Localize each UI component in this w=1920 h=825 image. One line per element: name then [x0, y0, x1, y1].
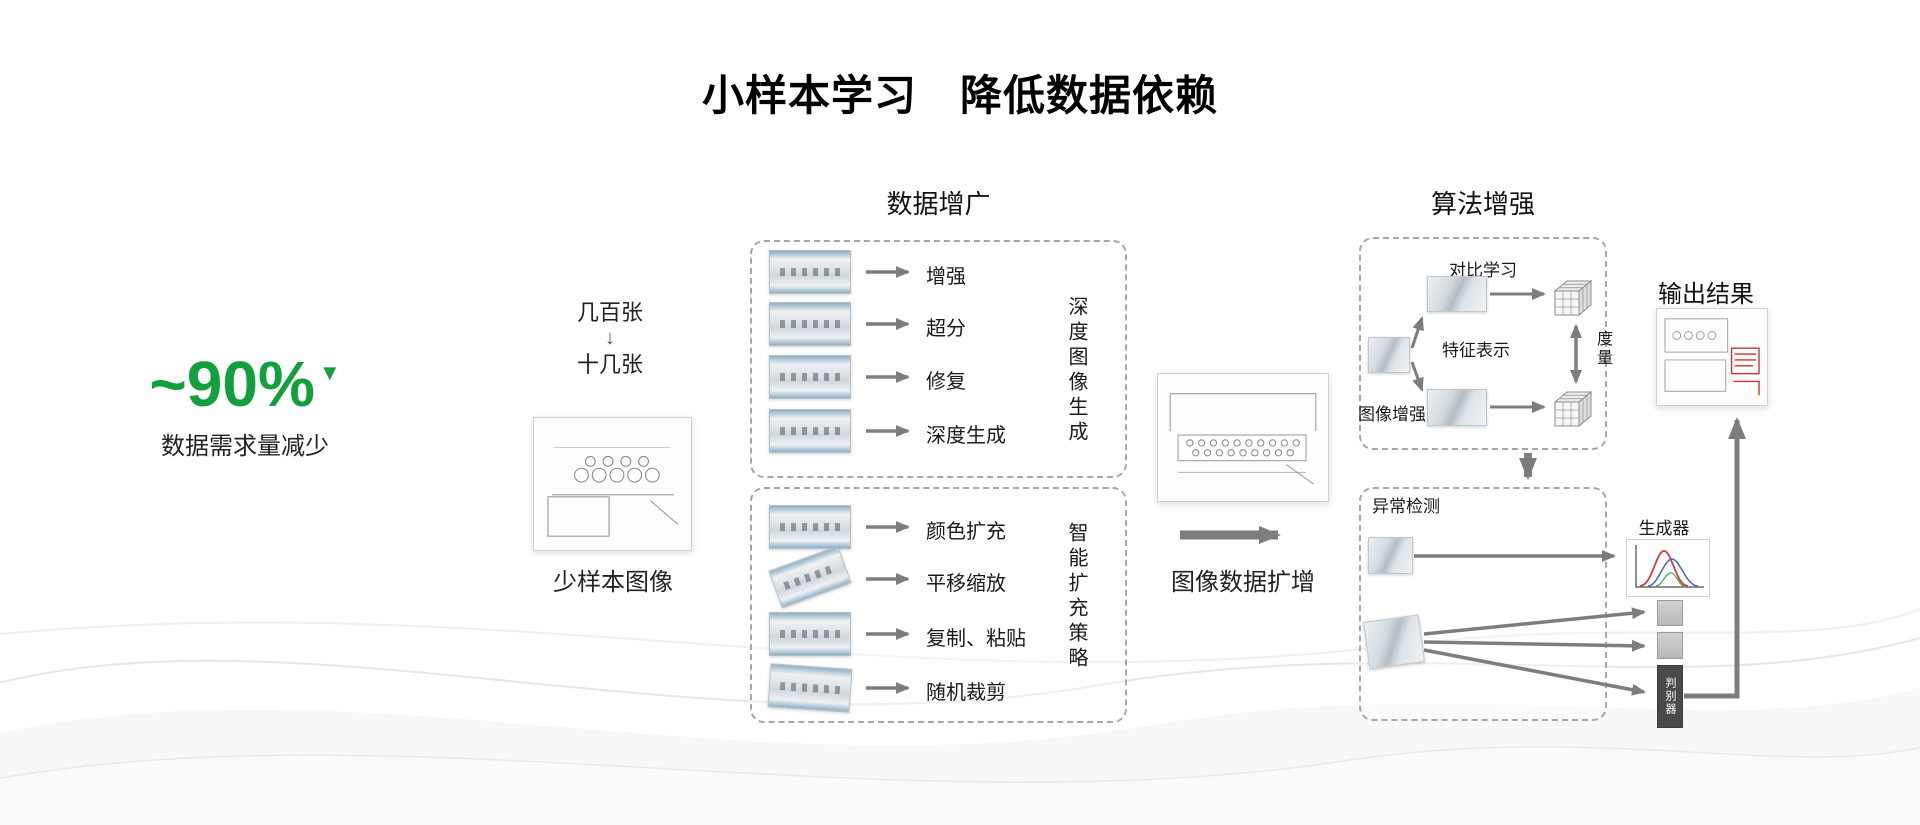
- down-triangle-icon: ▼: [318, 360, 341, 385]
- anomaly-thumbnail: [1368, 537, 1413, 574]
- augmented-thumbnail: [769, 612, 851, 656]
- discriminator-bar: 判别器: [1657, 665, 1683, 728]
- stat-value-text: ~90%: [149, 348, 315, 420]
- feature-representation-label: 特征表示: [1442, 341, 1510, 360]
- sample-caption: 少样本图像: [553, 569, 673, 596]
- augment-label: 平移缩放: [926, 573, 1006, 595]
- discriminator-label: 判别器: [1664, 677, 1676, 716]
- augmented-thumbnail: [769, 250, 851, 294]
- feature-bar: [1657, 600, 1683, 626]
- count-from: 几百张: [576, 300, 643, 325]
- image-augment-label: 图像增强: [1358, 405, 1426, 424]
- distribution-plot: [1626, 539, 1710, 597]
- page-title: 小样本学习 降低数据依赖: [701, 72, 1218, 119]
- augmentation-heading: 数据增广: [886, 189, 991, 219]
- augmented-thumbnail: [769, 409, 851, 453]
- stat-value: ~90%▼: [105, 352, 385, 416]
- metric-label: 度量: [1594, 330, 1611, 368]
- down-arrow-icon: ↓: [605, 327, 615, 350]
- anomaly-thumbnail: [1362, 614, 1426, 670]
- feature-thumbnail: [1427, 276, 1487, 312]
- augmented-thumbnail: [769, 302, 851, 346]
- augmented-thumbnail: [769, 505, 851, 549]
- augment-label: 复制、粘贴: [926, 628, 1026, 650]
- drawing-sketch: [547, 447, 679, 537]
- output-result-image: [1656, 308, 1768, 406]
- augmented-thumbnail: [769, 355, 851, 399]
- output-heading: 输出结果: [1658, 281, 1754, 308]
- expanded-caption: 图像数据扩增: [1171, 569, 1315, 596]
- augment-label: 颜色扩充: [926, 521, 1006, 543]
- augment-label: 超分: [926, 318, 966, 340]
- contrast-learning-label: 对比学习: [1449, 261, 1517, 280]
- stat-block: ~90%▼ 数据需求量减少: [105, 352, 385, 461]
- sample-counts: 几百张 ↓ 十几张: [525, 300, 695, 378]
- augment-label: 随机裁剪: [926, 682, 1006, 704]
- feature-thumbnail: [1368, 337, 1410, 373]
- few-shot-image: [533, 417, 692, 551]
- smart-box-side-label: 智能扩充策略: [1065, 522, 1087, 672]
- augment-label: 增强: [926, 266, 966, 288]
- depth-box-side-label: 深度图像生成: [1065, 296, 1087, 446]
- augment-label: 深度生成: [926, 425, 1006, 447]
- drawing-sketch: [1169, 393, 1317, 485]
- anomaly-detection-label: 异常检测: [1372, 497, 1440, 516]
- tensor-cube-icon: [1553, 390, 1593, 428]
- annotated-result-sketch: [1664, 318, 1760, 396]
- count-to: 十几张: [576, 352, 643, 378]
- augmented-thumbnail: [767, 663, 853, 713]
- feature-thumbnail: [1427, 389, 1487, 426]
- generator-label: 生成器: [1638, 519, 1690, 538]
- expanded-dataset-image: [1157, 373, 1329, 502]
- stat-caption: 数据需求量减少: [161, 433, 329, 460]
- anomaly-detection-box: [1359, 487, 1607, 721]
- feature-bar: [1657, 632, 1683, 659]
- algorithm-heading: 算法增强: [1430, 189, 1535, 219]
- tensor-cube-icon: [1553, 279, 1593, 317]
- augment-label: 修复: [926, 371, 966, 393]
